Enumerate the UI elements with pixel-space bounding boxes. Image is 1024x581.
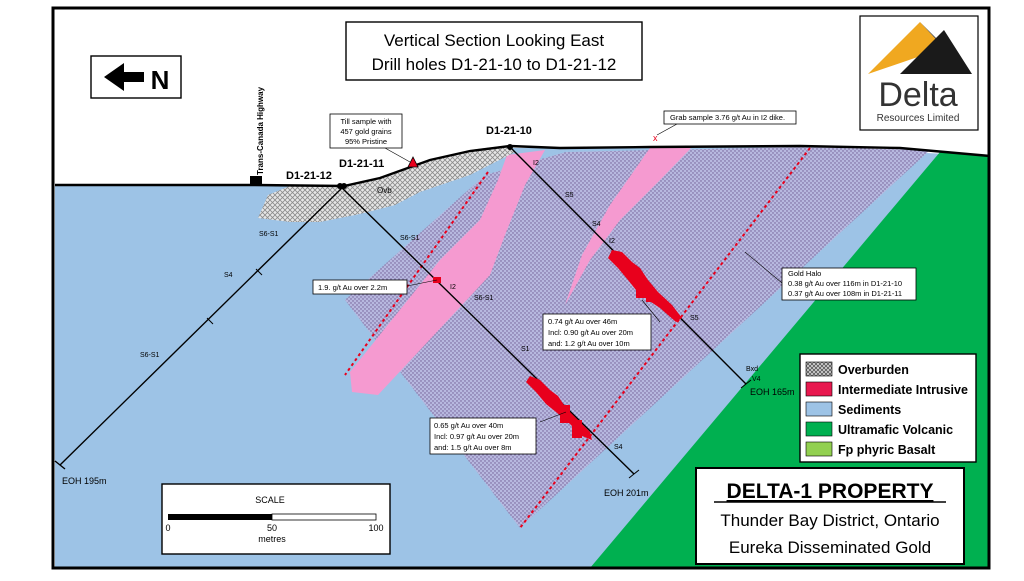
unit-label: S4 <box>592 221 601 228</box>
legend-label: Overburden <box>838 363 909 377</box>
overburden-unit <box>258 145 515 222</box>
gold-halo-callout: Gold Halo 0.38 g/t Au over 116m in D1-21… <box>781 267 917 301</box>
unit-label: I2 <box>609 238 615 245</box>
unit-label: Bxd <box>746 366 758 373</box>
till-sample-callout: Till sample with 457 gold grains 95% Pri… <box>329 113 403 149</box>
legend-label: Intermediate Intrusive <box>838 383 968 397</box>
north-arrow: N <box>90 55 182 99</box>
svg-text:1.9. g/t Au over 2.2m: 1.9. g/t Au over 2.2m <box>318 283 387 292</box>
scale-title: SCALE <box>255 495 285 505</box>
company-logo: Delta Resources Limited <box>859 15 979 131</box>
legend-label: Fp phyric Basalt <box>838 443 936 457</box>
unit-label: I2 <box>533 160 539 167</box>
ground-surface <box>55 144 991 188</box>
svg-text:0.37 g/t Au over 108m in D1-21: 0.37 g/t Au over 108m in D1-21-11 <box>788 289 902 298</box>
unit-label: S6-S1 <box>259 231 279 238</box>
unit-label: S6-S1 <box>400 235 420 242</box>
hole-name-d1-21-12: D1-21-12 <box>286 170 332 182</box>
mineralization-d1-21-10 <box>608 250 682 322</box>
arrow-left-icon <box>104 63 144 91</box>
scale-bar: SCALE 0 50 100 metres <box>161 483 391 555</box>
title-line-2: Drill holes D1-21-10 to D1-21-12 <box>372 55 617 74</box>
legend-label: Sediments <box>838 403 901 417</box>
intrusive-band-west <box>350 150 545 395</box>
gold-halo-boundary <box>344 147 811 529</box>
svg-text:Till sample with: Till sample with <box>341 117 392 126</box>
eoh-d1-21-11: EOH 201m <box>604 488 649 498</box>
unit-label: S1 <box>521 346 530 353</box>
section-title-box: Vertical Section Looking East Drill hole… <box>345 21 643 81</box>
property-name: DELTA-1 PROPERTY <box>727 480 934 503</box>
ovb-label: Ovb <box>377 186 392 195</box>
svg-text:95% Pristine: 95% Pristine <box>345 137 387 146</box>
unit-label: S5 <box>565 192 574 199</box>
hole-name-d1-21-11: D1-21-11 <box>339 158 384 170</box>
logo-word: Delta <box>878 76 957 114</box>
legend-swatch-sediments <box>805 401 833 417</box>
assay-callout-d1-21-11-upper: 1.9. g/t Au over 2.2m <box>312 279 408 295</box>
svg-text:0.38 g/t Au over 116m in D1-21: 0.38 g/t Au over 116m in D1-21-10 <box>788 279 902 288</box>
svg-text:Gold Halo: Gold Halo <box>788 269 821 278</box>
legend-label: Ultramafic Volcanic <box>838 423 953 437</box>
mineralization-d1-21-11 <box>526 376 592 440</box>
legend-swatch-ultramafic <box>805 421 833 437</box>
svg-text:0.74 g/t Au over 46m: 0.74 g/t Au over 46m <box>548 317 617 326</box>
drill-hole-d1-21-11 <box>337 183 640 479</box>
hole-name-d1-21-10: D1-21-10 <box>486 125 532 137</box>
unit-label: S6-S1 <box>140 352 160 359</box>
highway-marker <box>250 176 262 186</box>
unit-label: S5 <box>690 315 699 322</box>
figure-frame <box>51 6 991 570</box>
svg-text:Incl: 0.97 g/t Au over 20m: Incl: 0.97 g/t Au over 20m <box>434 432 519 441</box>
unit-label: S4 <box>614 444 623 451</box>
legend-swatch-intrusive <box>805 381 833 397</box>
grab-sample-marker: x <box>653 133 658 143</box>
ultramafic-volcanic-unit <box>590 152 990 568</box>
svg-text:and: 1.2 g/t Au over 10m: and: 1.2 g/t Au over 10m <box>548 339 630 348</box>
svg-text:100: 100 <box>368 523 383 533</box>
legend-swatch-basalt <box>805 441 833 457</box>
highway-label: Trans-Canada Highway <box>256 86 265 175</box>
eoh-d1-21-10: EOH 165m <box>750 387 795 397</box>
grab-sample-callout: Grab sample 3.76 g/t Au in I2 dike. <box>663 110 797 125</box>
till-sample-marker <box>407 156 419 168</box>
eoh-d1-21-12: EOH 195m <box>62 476 107 486</box>
unit-label: I2 <box>450 284 456 291</box>
unit-label: V4 <box>752 376 761 383</box>
svg-text:0.65 g/t Au over 40m: 0.65 g/t Au over 40m <box>434 421 503 430</box>
svg-text:Grab sample 3.76 g/t Au in I2: Grab sample 3.76 g/t Au in I2 dike. <box>670 113 785 122</box>
north-label: N <box>151 65 170 95</box>
scale-unit: metres <box>258 534 286 544</box>
unit-label: S4 <box>224 272 233 279</box>
property-title-box: DELTA-1 PROPERTY Thunder Bay District, O… <box>695 467 965 565</box>
svg-text:0: 0 <box>165 523 170 533</box>
property-line-2: Eureka Disseminated Gold <box>729 538 931 557</box>
property-line-1: Thunder Bay District, Ontario <box>720 511 939 530</box>
assay-callout-d1-21-10: 0.74 g/t Au over 46m Incl: 0.90 g/t Au o… <box>542 313 652 351</box>
legend-swatch-overburden <box>805 361 833 377</box>
title-line-1: Vertical Section Looking East <box>384 31 604 50</box>
svg-text:50: 50 <box>267 523 277 533</box>
legend: Overburden Intermediate Intrusive Sedime… <box>799 353 977 463</box>
unit-label: S6-S1 <box>474 295 494 302</box>
logo-subtitle: Resources Limited <box>877 113 960 124</box>
assay-callout-d1-21-11: 0.65 g/t Au over 40m Incl: 0.97 g/t Au o… <box>429 417 537 455</box>
svg-text:457 gold grains: 457 gold grains <box>340 127 392 136</box>
svg-text:Incl: 0.90 g/t Au over 20m: Incl: 0.90 g/t Au over 20m <box>548 328 633 337</box>
svg-text:and: 1.5 g/t Au over 8m: and: 1.5 g/t Au over 8m <box>434 443 512 452</box>
